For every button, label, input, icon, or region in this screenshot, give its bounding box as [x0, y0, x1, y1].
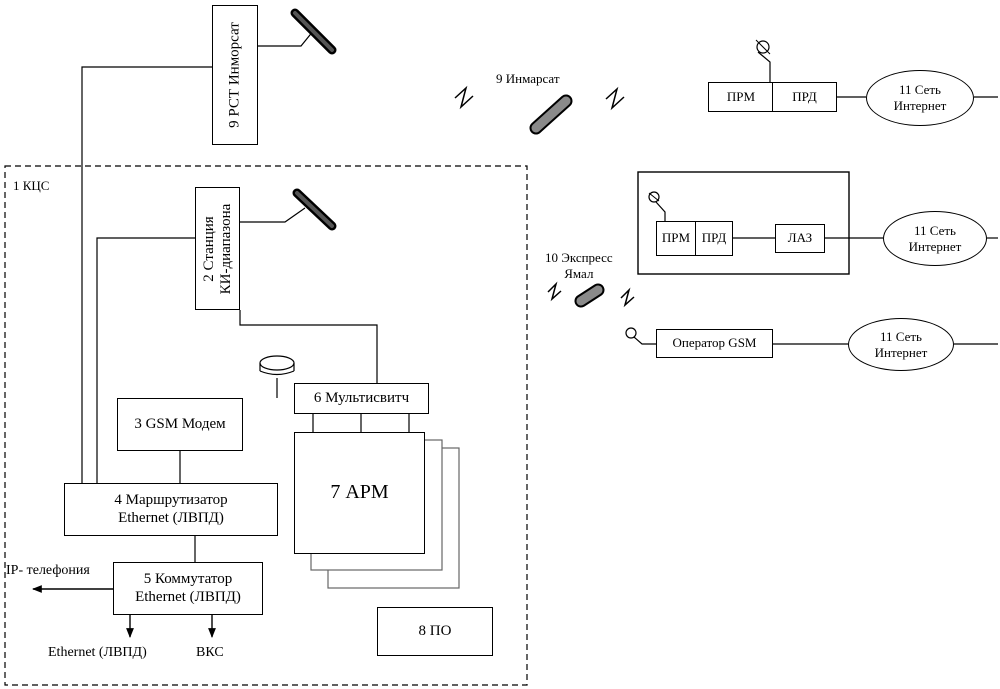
arm-label: 7 АРМ — [330, 481, 389, 503]
inmarsat-label: 9 Инмарсат — [496, 71, 560, 86]
rst-inmarsat-label: 9 РСТ Инморсат — [226, 22, 243, 128]
ethernet-out-label: Ethernet (ЛВПД) — [48, 645, 147, 660]
link-ki-router — [96, 237, 195, 483]
rst-dish-icon — [258, 8, 337, 55]
gsm-internet-network: 11 Сеть Интернет — [848, 318, 954, 371]
express-terminal-frame — [637, 171, 850, 275]
signal-icon — [620, 287, 635, 308]
gsm-operator-antenna-icon — [625, 327, 656, 345]
express-internet-network: 11 Сеть Интернет — [883, 211, 987, 266]
express-net-line1: 11 Сеть — [914, 222, 956, 238]
inmarsat-net-line2: Интернет — [893, 98, 947, 113]
router-line2: Ethernet (ЛВПД) — [118, 509, 224, 526]
ki-station-box: 2 Станция КИ-диапазона — [195, 187, 240, 310]
gsm-operator-label: Оператор GSM — [672, 335, 757, 351]
express-satellite-icon — [574, 283, 605, 308]
ki-station-line1: 2 Станция — [200, 215, 217, 282]
gsm-modem-box: 3 GSM Модем — [117, 398, 243, 451]
express-prm-label: ПРМ — [661, 230, 691, 246]
inmarsat-net-line1: 11 Сеть — [899, 82, 941, 98]
ki-station-line2: КИ-диапазона — [217, 203, 234, 294]
inmarsat-prd-box: ПРД — [772, 82, 837, 112]
gsm-modem-antenna-icon — [259, 355, 295, 398]
gsm-modem-label: 3 GSM Модем — [134, 415, 226, 432]
gsm-net-line2: Интернет — [874, 344, 928, 360]
rst-inmarsat-box: 9 РСТ Инморсат — [212, 5, 258, 145]
po-box: 8 ПО — [377, 607, 493, 656]
laz-label: ЛАЗ — [787, 230, 813, 246]
router-line1: 4 Маршрутизатор — [114, 492, 228, 509]
kcs-boundary — [4, 165, 528, 686]
express-prd-label: ПРД — [701, 230, 727, 246]
inmarsat-prm-label: ПРМ — [726, 88, 756, 104]
signal-icon — [454, 85, 474, 110]
switch-box: 5 Коммутатор Ethernet (ЛВПД) — [113, 562, 263, 615]
gsm-net-line1: 11 Сеть — [880, 328, 922, 344]
ki-dish-icon — [240, 188, 337, 231]
multiswitch-box: 6 Мультисвитч — [294, 383, 429, 414]
arm-box: 7 АРМ — [294, 432, 425, 554]
po-label: 8 ПО — [418, 622, 452, 639]
vks-out-label: ВКС — [196, 645, 224, 660]
express-label: 10 Экспресс Ямал — [545, 250, 613, 283]
inmarsat-prm-box: ПРМ — [708, 82, 774, 112]
express-prm-box: ПРМ — [656, 221, 696, 256]
express-line2: Ямал — [564, 266, 594, 282]
ki-station-label: 2 Станция КИ-диапазона — [200, 203, 235, 294]
ip-phone-label: IP- телефония — [6, 563, 90, 578]
laz-box: ЛАЗ — [775, 224, 825, 253]
switch-line1: 5 Коммутатор — [143, 571, 233, 588]
gsm-operator-box: Оператор GSM — [656, 329, 773, 358]
express-antenna-icon — [648, 191, 666, 221]
signal-icon — [547, 281, 562, 302]
inmarsat-prd-label: ПРД — [792, 88, 817, 104]
kcs-label: 1 КЦС — [13, 178, 50, 193]
express-line1: 10 Экспресс — [545, 250, 613, 265]
express-prd-box: ПРД — [695, 221, 733, 256]
inmarsat-terminal-antenna-icon — [755, 39, 771, 82]
inmarsat-satellite-icon — [529, 94, 573, 135]
express-net-line2: Интернет — [908, 238, 962, 254]
link-rst-router — [81, 66, 212, 483]
signal-icon — [605, 86, 625, 111]
router-box: 4 Маршрутизатор Ethernet (ЛВПД) — [64, 483, 278, 536]
switch-line2: Ethernet (ЛВПД) — [135, 588, 241, 605]
link-ki-multiswitch — [239, 310, 378, 383]
inmarsat-internet-network: 11 Сеть Интернет — [866, 70, 974, 126]
multiswitch-label: 6 Мультисвитч — [313, 389, 410, 406]
